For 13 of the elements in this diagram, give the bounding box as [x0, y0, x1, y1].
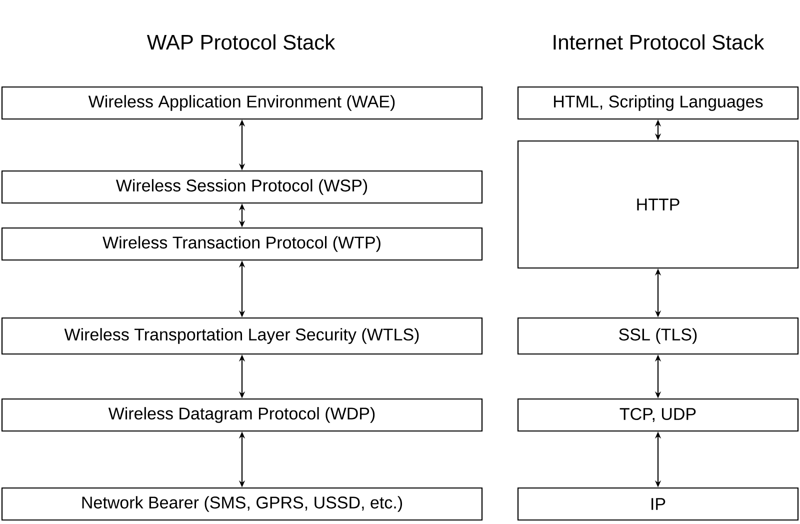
layer-box: Network Bearer (SMS, GPRS, USSD, etc.) — [1, 487, 483, 521]
stack-title: Internet Protocol Stack — [554, 34, 764, 50]
layer-box: HTML, Scripting Languages — [517, 86, 799, 120]
layer-box: Wireless Transaction Protocol (WTP) — [1, 227, 483, 261]
layer-box: TCP, UDP — [517, 398, 799, 432]
layer-box: Wireless Datagram Protocol (WDP) — [1, 398, 483, 432]
stack-title: WAP Protocol Stack — [146, 34, 336, 50]
layer-box: SSL (TLS) — [517, 317, 799, 355]
layer-box: Wireless Application Environment (WAE) — [1, 86, 483, 120]
layer-box: Wireless Transportation Layer Security (WTLS) — [1, 317, 483, 355]
layer-box: Wireless Session Protocol (WSP) — [1, 170, 483, 204]
layer-box: IP — [517, 487, 799, 521]
layer-box: HTTP — [517, 140, 799, 269]
